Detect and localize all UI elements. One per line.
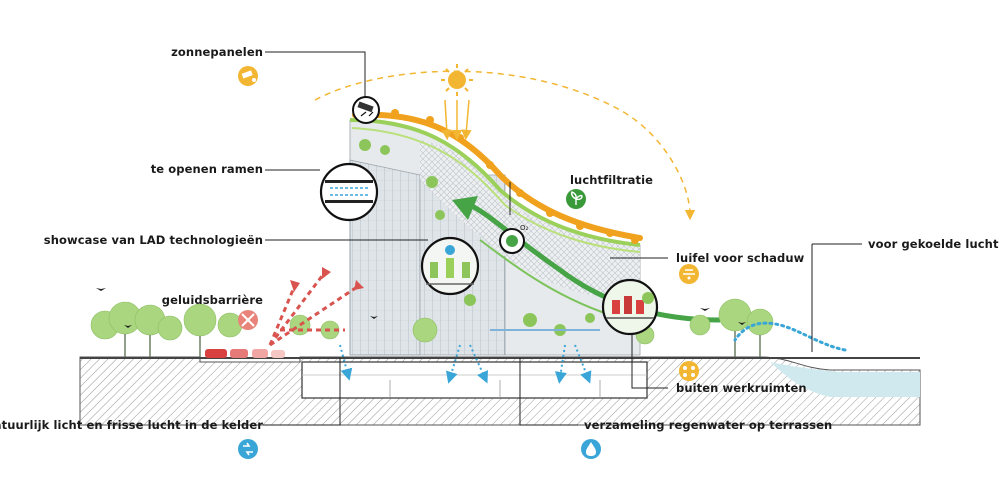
label-regenwater: verzameling regenwater op terrassen: [584, 418, 833, 432]
noise-barrier-icon: [238, 310, 258, 330]
noise-arrows: [268, 271, 361, 347]
sun-path: [314, 70, 696, 221]
label-showcase: showcase van LAD technologieën: [43, 233, 263, 247]
cars: [205, 349, 285, 358]
sun-icon: [441, 64, 473, 96]
detail-workspace: [601, 278, 659, 336]
detail-solar-panel: [352, 96, 380, 124]
label-geluidsbarriere: geluidsbarrière: [161, 293, 263, 307]
detail-air-filter: O₂: [499, 224, 529, 254]
building: [349, 109, 721, 356]
leader-lines: [263, 51, 862, 426]
air-filter-icon: [566, 189, 586, 209]
rainwater-icon: [581, 439, 601, 459]
daylight-icon: [238, 439, 258, 459]
shade-icon: [679, 264, 699, 284]
bird-icon: [96, 288, 746, 328]
gas-label: O₂: [520, 224, 529, 232]
detail-window: [319, 162, 379, 222]
label-gekoelde-lucht: voor gekoelde lucht: [868, 237, 999, 251]
cool-air-flow: [733, 321, 847, 352]
basement: [301, 361, 648, 399]
label-zonnepanelen: zonnepanelen: [171, 45, 263, 59]
detail-technology: [420, 236, 480, 296]
workspace-icon: [679, 361, 699, 381]
water-surface: [770, 362, 920, 397]
label-luifel: luifel voor schaduw: [676, 251, 805, 265]
solar-panel-icon: [238, 66, 258, 86]
label-licht-kelder: natuurlijk licht en frisse lucht in de k…: [0, 418, 263, 432]
label-te-openen-ramen: te openen ramen: [150, 162, 263, 176]
label-luchtfiltratie: luchtfiltratie: [570, 173, 654, 187]
label-buiten-werkruimten: buiten werkruimten: [676, 381, 807, 395]
basement-air-arrows: [339, 344, 592, 384]
